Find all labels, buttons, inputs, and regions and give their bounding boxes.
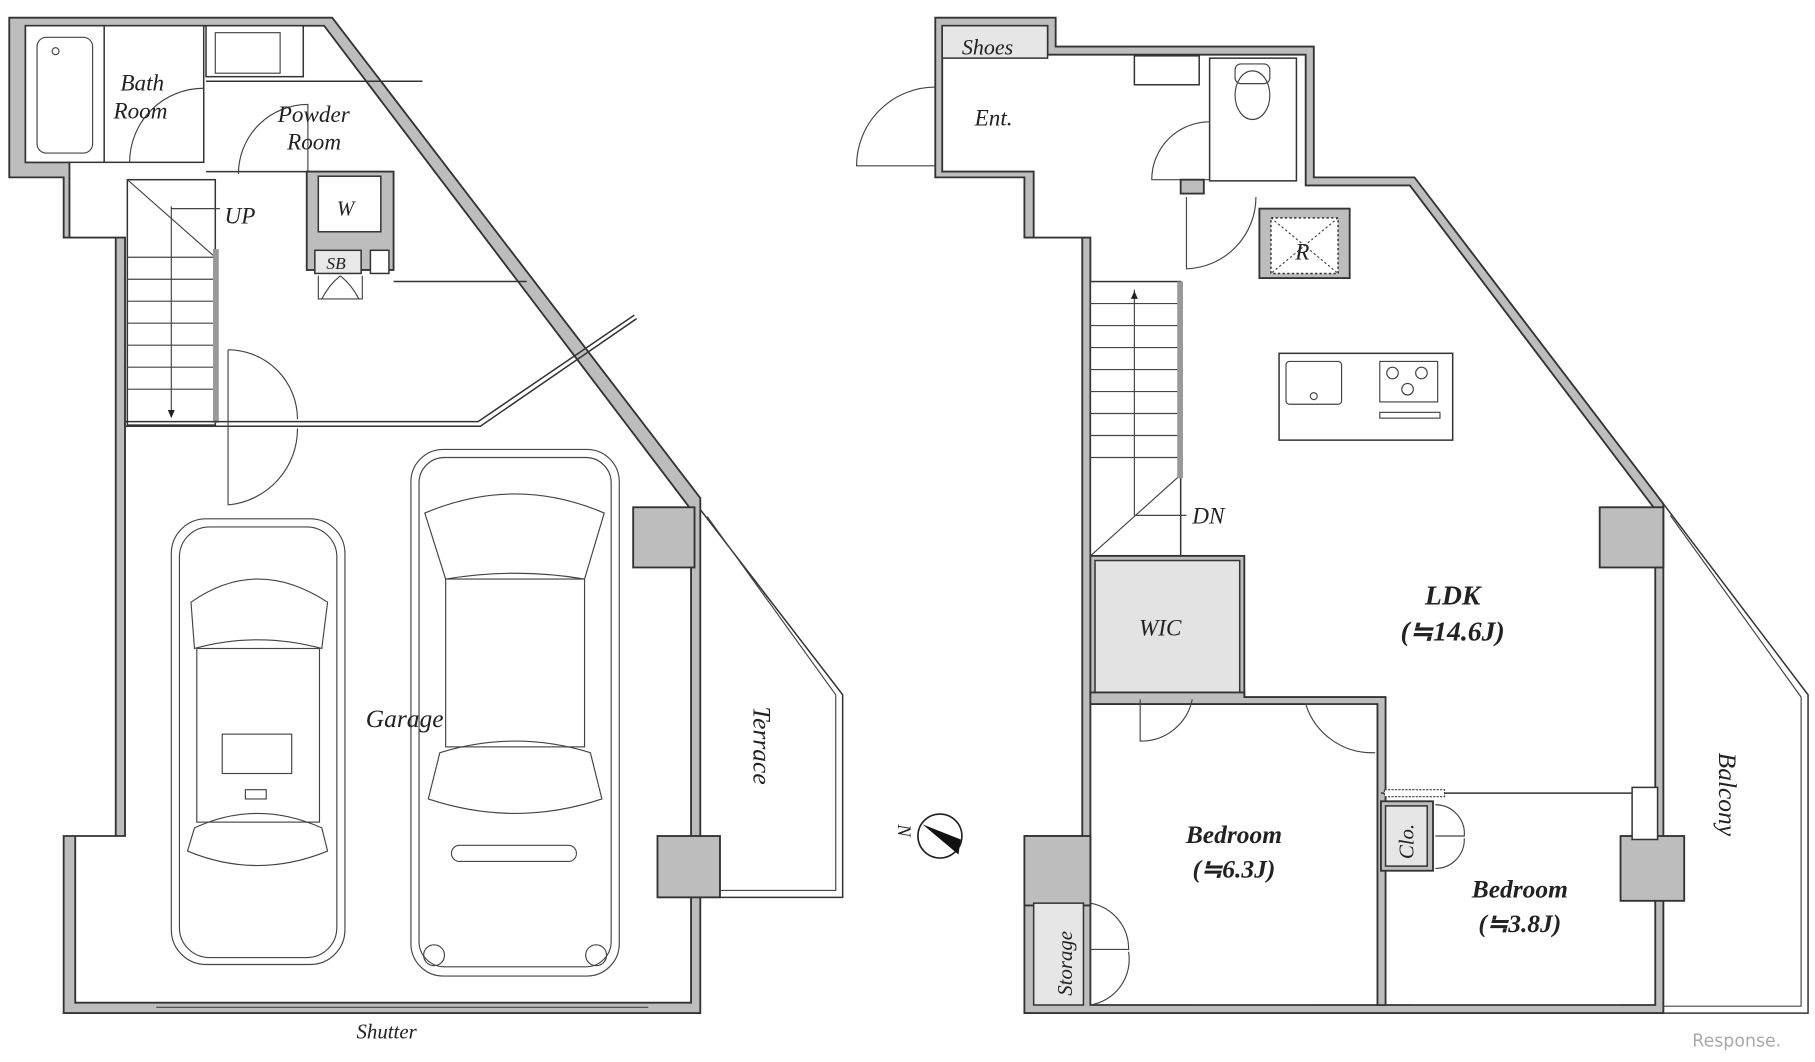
north-compass-icon: N: [893, 813, 963, 859]
stairs-down-label: DN: [1191, 503, 1226, 529]
bedroom-large-size: (≒6.3J): [1192, 855, 1275, 884]
ldk-label: LDK: [1424, 581, 1483, 612]
wic-label: WIC: [1139, 616, 1182, 642]
stairs-up-label: UP: [225, 204, 256, 230]
shoes-label: Shoes: [962, 35, 1013, 60]
bedroom-small-size: (≒3.8J): [1478, 909, 1561, 938]
compass-north-label: N: [893, 823, 914, 838]
bedroom-large-label: Bedroom: [1185, 820, 1282, 849]
kitchen-counter: [1278, 352, 1454, 441]
terrace-outline: [699, 509, 844, 899]
toilet-icon: [1234, 63, 1271, 85]
ldk-size: (≒14.6J): [1401, 616, 1505, 647]
sink-icon: [1285, 360, 1343, 405]
shoe-box: [314, 249, 362, 275]
storage: [1032, 902, 1085, 1006]
second-floor-plan: Shoes Ent. R DN WIC LDK (≒14.6J) Bedroom…: [855, 16, 1809, 1015]
refrigerator-label: R: [1294, 240, 1309, 266]
bath-room-label: Bath: [120, 71, 164, 97]
stove-icon: [1379, 360, 1441, 419]
stairs: [126, 178, 220, 426]
powder-room-label: Room: [286, 130, 341, 156]
exterior-wall: [934, 16, 1665, 1015]
first-floor-plan: Bath Room Powder Room W SB UP Garage Ter…: [8, 16, 844, 1044]
bath-room: [24, 24, 205, 164]
storage-label: Storage: [1053, 931, 1077, 996]
shoe-box-label: SB: [326, 254, 346, 273]
stairs: [1089, 280, 1187, 557]
vanity: [205, 24, 305, 78]
powder-room-label: Powder: [277, 102, 351, 128]
closet-label: Clo.: [1394, 824, 1418, 859]
balcony-label: Balcony: [1713, 753, 1742, 837]
entrance-door[interactable]: [855, 86, 936, 167]
shutter-label: Shutter: [357, 1020, 418, 1044]
bathtub-icon: [36, 36, 94, 154]
response-watermark: Response.: [1692, 1032, 1781, 1052]
exterior-wall: [8, 16, 702, 1015]
car-icon: [410, 448, 620, 977]
walk-in-closet: [1094, 559, 1241, 694]
washer-label: W: [337, 197, 356, 221]
closet: [1384, 805, 1428, 867]
sink-icon: [214, 32, 281, 74]
washer-icon: [317, 175, 382, 233]
balcony-outline: [1662, 503, 1809, 1014]
bedroom-small-label: Bedroom: [1471, 874, 1568, 903]
terrace-label: Terrace: [748, 706, 777, 784]
entrance-label: Ent.: [974, 105, 1013, 131]
garage-label: Garage: [366, 704, 444, 733]
shoe-cabinet: [941, 24, 1049, 59]
car-icon: [170, 518, 346, 966]
bath-room-label: Room: [112, 98, 167, 124]
